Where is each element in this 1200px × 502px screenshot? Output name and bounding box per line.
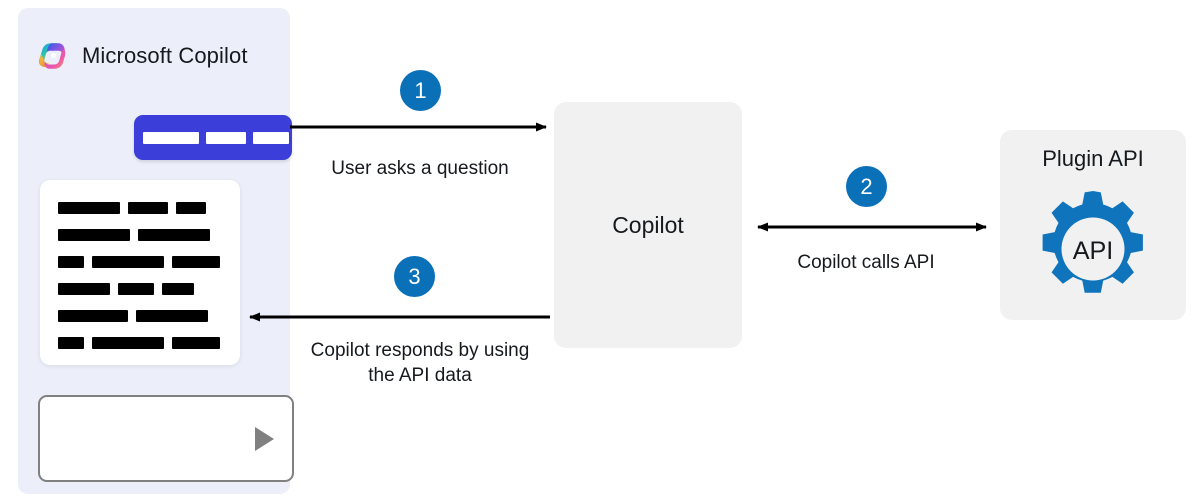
step-badge-3-number: 3 — [408, 263, 421, 289]
answer-text-card — [40, 180, 240, 365]
answer-bar — [58, 310, 128, 322]
answer-bar — [176, 202, 206, 214]
copilot-logo-icon — [38, 43, 66, 69]
step-caption-2: Copilot calls API — [797, 252, 935, 273]
prompt-bar — [253, 131, 289, 144]
answer-bar — [118, 283, 154, 295]
node-copilot[interactable]: Copilot — [554, 102, 742, 348]
answer-row — [58, 310, 222, 322]
step-badge-1-number: 1 — [414, 77, 427, 103]
step-caption-3: Copilot responds by using the API data — [310, 340, 530, 386]
answer-row — [58, 202, 222, 214]
step-badge-1: 1 — [400, 70, 441, 111]
step-badge-3: 3 — [394, 256, 435, 297]
gear-api-label: API — [1073, 237, 1114, 265]
gear-icon: API — [1028, 186, 1158, 312]
answer-bar — [92, 337, 164, 349]
answer-bar — [172, 337, 220, 349]
step-caption-1: User asks a question — [331, 158, 509, 179]
answer-row — [58, 229, 222, 241]
step-badge-2-number: 2 — [860, 173, 873, 199]
answer-bar — [58, 202, 120, 214]
answer-row — [58, 256, 222, 268]
answer-bar — [162, 283, 194, 295]
answer-bar — [138, 229, 210, 241]
answer-bar — [58, 256, 84, 268]
answer-bar — [136, 310, 208, 322]
answer-row — [58, 283, 222, 295]
step-badge-2: 2 — [846, 166, 887, 207]
user-prompt-bubble — [134, 115, 292, 160]
panel-header: Microsoft Copilot — [36, 34, 286, 78]
answer-row — [58, 337, 222, 349]
node-plugin-api-label: Plugin API — [1042, 146, 1144, 171]
send-play-icon[interactable] — [255, 426, 274, 451]
prompt-bar — [206, 131, 246, 144]
node-copilot-label: Copilot — [612, 211, 684, 238]
panel-title: Microsoft Copilot — [82, 43, 248, 68]
answer-bar — [92, 256, 164, 268]
node-plugin-api[interactable]: Plugin API API — [1000, 130, 1186, 320]
answer-bar — [58, 283, 110, 295]
copilot-app-panel: Microsoft Copilot — [18, 8, 294, 494]
answer-bar — [172, 256, 220, 268]
answer-bar — [128, 202, 168, 214]
answer-bar — [58, 229, 130, 241]
chat-input-box[interactable] — [38, 395, 294, 482]
answer-bar — [58, 337, 84, 349]
prompt-bar — [143, 131, 199, 144]
